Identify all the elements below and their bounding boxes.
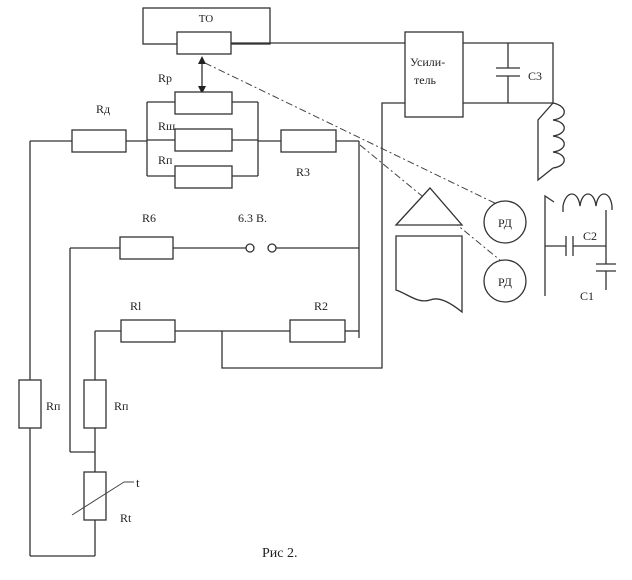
- linkage-line-lower: [359, 144, 513, 271]
- resistor-r6: [119, 236, 174, 260]
- amp-label-line1: Усили-: [410, 55, 445, 69]
- r6-label: R6: [142, 211, 156, 225]
- winding-coil-right: [562, 193, 613, 212]
- resistor-network: [146, 91, 259, 189]
- rsh-label: Rш: [158, 119, 176, 133]
- terminal-left: [245, 243, 255, 253]
- terminal-right: [267, 243, 277, 253]
- resistor-rn-left: [18, 379, 42, 429]
- double-arrow-icon: [198, 56, 206, 94]
- amp-label-line2: тель: [414, 73, 437, 87]
- coil-icon: [537, 102, 565, 182]
- voltage-label: 6.3 В.: [238, 211, 267, 225]
- svg-text:РД: РД: [498, 275, 512, 289]
- figure-caption: Рис 2.: [262, 546, 298, 561]
- amplifier-box: Усили- тель: [404, 31, 464, 118]
- rn-inner-label: Rп: [114, 399, 129, 413]
- capacitor-c1: [596, 263, 616, 290]
- chart-paper: [395, 235, 463, 314]
- motor-rd-top: РД: [483, 200, 527, 244]
- resistor-r2: [289, 319, 346, 343]
- capacitor-c3: [496, 43, 520, 103]
- to-box: ТО: [142, 7, 271, 55]
- c3-label: С3: [528, 69, 542, 83]
- rn-mid-label: Rп: [158, 153, 173, 167]
- pointer-triangle-icon: [394, 187, 464, 226]
- rd-label: Rд: [96, 102, 110, 116]
- resistor-r3: [280, 129, 337, 153]
- resistor-rn-mid: [174, 165, 233, 189]
- rp-label: Rp: [158, 71, 172, 85]
- resistor-rn-inner: [83, 379, 107, 429]
- svg-text:РД: РД: [498, 216, 512, 230]
- to-label: ТО: [199, 13, 214, 25]
- resistor-rsh: [174, 128, 233, 152]
- r1-label: Rl: [130, 299, 142, 313]
- t-label: t: [136, 475, 140, 490]
- rt-label: Rt: [120, 511, 132, 525]
- resistor-r1: [120, 319, 176, 343]
- motor-rd-bottom: РД: [483, 259, 527, 303]
- wire-junction-to-amp: [221, 102, 405, 369]
- c1-label: С1: [580, 289, 594, 303]
- resistor-rd: [71, 129, 127, 153]
- resistor-rp: [174, 91, 233, 115]
- linkage-line-upper: [204, 62, 506, 209]
- capacitor-c2: [565, 236, 606, 256]
- r3-label: R3: [296, 165, 310, 179]
- thermistor-rt: [71, 471, 134, 521]
- rn-left-label: Rп: [46, 399, 61, 413]
- c2-label: С2: [583, 229, 597, 243]
- r2-label: R2: [314, 299, 328, 313]
